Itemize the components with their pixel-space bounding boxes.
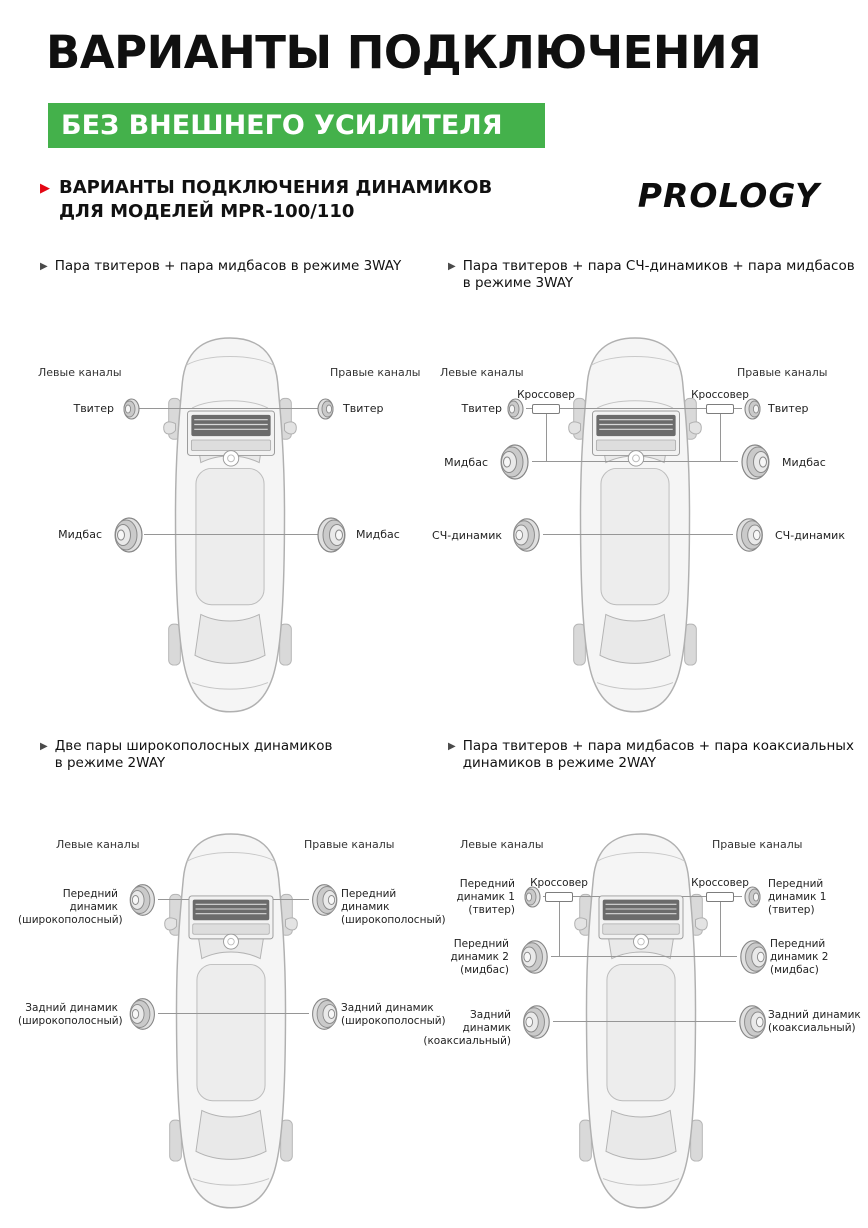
right-channels-label: Правые каналы: [712, 838, 803, 851]
coaxial-speaker-icon: [515, 1003, 553, 1041]
panel-3-title-line1: Две пары широкополосных динамиков: [54, 738, 333, 754]
wire: [138, 408, 325, 409]
midrange-speaker-icon: [733, 516, 771, 554]
wire: [720, 409, 721, 462]
crossover-right-label: Кроссовер: [691, 877, 749, 889]
diagram-panel-3: ▶ Две пары широкополосных динамиков в ре…: [0, 730, 446, 1228]
midbass-left-label: Мидбас: [444, 456, 488, 469]
front1-right-label: Передний динамик 1 (твитер): [768, 878, 827, 916]
front2-left-label: Передний динамик 2 (мидбас): [450, 938, 510, 976]
midbass-speaker-icon: [314, 515, 354, 555]
midbass-speaker-icon: [492, 442, 532, 482]
wire: [144, 534, 318, 535]
rear-speaker-left-label: Задний динамик (широкополосный): [18, 1002, 123, 1027]
wire: [559, 902, 560, 956]
panel-2-title: ▶ Пара твитеров + пара СЧ-динамиков + па…: [448, 258, 855, 292]
car-top-view: [157, 324, 303, 718]
crossover-icon: [545, 892, 573, 902]
midbass-right-label: Мидбас: [356, 528, 400, 541]
panel-2-title-line2: в режиме 3WAY: [462, 275, 574, 291]
wideband-speaker-icon: [122, 996, 158, 1032]
panel-4-title: ▶ Пара твитеров + пара мидбасов + пара к…: [448, 738, 854, 772]
crossover-icon: [706, 404, 734, 414]
midbass-right-label: Мидбас: [782, 456, 826, 469]
front1-left-label: Передний динамик 1 (твитер): [456, 878, 516, 916]
crossover-right-label: Кроссовер: [691, 389, 749, 401]
midrange-left-label: СЧ-динамик: [432, 529, 502, 542]
crossover-icon: [532, 404, 560, 414]
rear-speaker-right-label: Задний динамик (коаксиальный): [768, 1009, 861, 1034]
panel-1-title-line1: Пара твитеров + пара мидбасов в режиме 3…: [54, 258, 402, 274]
panel-2-title-line1: Пара твитеров + пара СЧ-динамиков + пара…: [462, 258, 855, 274]
banner: БЕЗ ВНЕШНЕГО УСИЛИТЕЛЯ: [48, 103, 545, 148]
section-heading-line2: ДЛЯ МОДЕЛЕЙ MPR-100/110: [59, 201, 355, 222]
midbass-speaker-icon: [513, 938, 551, 976]
wire: [546, 409, 547, 462]
head-unit: [598, 895, 684, 951]
bullet-icon: ▶: [448, 261, 456, 272]
tweeter-left-label: Твитер: [73, 402, 114, 415]
crossover-left-label: Кроссовер: [530, 877, 588, 889]
crossover-left-label: Кроссовер: [517, 389, 575, 401]
midbass-left-label: Мидбас: [58, 528, 102, 541]
right-channels-label: Правые каналы: [737, 366, 828, 379]
right-channels-label: Правые каналы: [330, 366, 421, 379]
front2-right-label: Передний динамик 2 (мидбас): [770, 938, 829, 976]
tweeter-right-label: Твитер: [343, 402, 384, 415]
left-channels-label: Левые каналы: [38, 366, 122, 379]
wire: [158, 1013, 309, 1014]
bullet-icon: ▶: [40, 261, 48, 272]
rear-speaker-right-label: Задний динамик (широкополосный): [341, 1002, 446, 1027]
car-top-view: [562, 324, 708, 718]
wideband-speaker-icon: [309, 996, 345, 1032]
front-speaker-right-label: Передний динамик (широкополосный): [341, 888, 446, 926]
front-speaker-left-label: Передний динамик (широкополосный): [18, 888, 123, 926]
head-unit: [591, 410, 681, 468]
panel-3-title-line2: в режиме 2WAY: [54, 755, 166, 771]
wire: [526, 408, 742, 409]
diagram-panel-1: ▶ Пара твитеров + пара мидбасов в режиме…: [0, 250, 434, 740]
left-channels-label: Левые каналы: [440, 366, 524, 379]
wire: [553, 1021, 736, 1022]
tweeter-left-label: Твитер: [461, 402, 502, 415]
wideband-speaker-icon: [122, 882, 158, 918]
banner-label: БЕЗ ВНЕШНЕГО УСИЛИТЕЛЯ: [61, 110, 503, 141]
tweeter-icon: [315, 397, 339, 421]
left-channels-label: Левые каналы: [460, 838, 544, 851]
crossover-icon: [706, 892, 734, 902]
red-arrow-icon: ▶: [40, 181, 50, 196]
midbass-speaker-icon: [106, 515, 146, 555]
bullet-icon: ▶: [40, 741, 48, 752]
head-unit: [188, 895, 274, 951]
tweeter-right-label: Твитер: [768, 402, 809, 415]
panel-3-title: ▶ Две пары широкополосных динамиков в ре…: [40, 738, 333, 772]
wire: [551, 956, 737, 957]
rear-speaker-left-label: Задний динамик (коаксиальный): [423, 1009, 511, 1047]
midrange-speaker-icon: [505, 516, 543, 554]
panel-4-title-line1: Пара твитеров + пара мидбасов + пара коа…: [462, 738, 854, 754]
wire: [720, 902, 721, 956]
panel-4-title-line2: динамиков в режиме 2WAY: [462, 755, 657, 771]
panel-1-title: ▶ Пара твитеров + пара мидбасов в режиме…: [40, 258, 401, 275]
midbass-speaker-icon: [738, 442, 778, 482]
brand-logo: PROLOGY: [637, 176, 820, 215]
page-title: ВАРИАНТЫ ПОДКЛЮЧЕНИЯ: [46, 26, 762, 79]
tweeter-icon: [118, 397, 142, 421]
diagram-panel-2: ▶ Пара твитеров + пара СЧ-динамиков + па…: [420, 250, 868, 740]
head-unit: [186, 410, 276, 468]
section-heading: ▶ ВАРИАНТЫ ПОДКЛЮЧЕНИЯ ДИНАМИКОВ ДЛЯ МОД…: [40, 176, 492, 224]
diagram-panel-4: ▶ Пара твитеров + пара мидбасов + пара к…: [420, 730, 868, 1228]
wire: [543, 534, 733, 535]
bullet-icon: ▶: [448, 741, 456, 752]
wideband-speaker-icon: [309, 882, 345, 918]
car-top-view: [158, 820, 304, 1214]
right-channels-label: Правые каналы: [304, 838, 395, 851]
left-channels-label: Левые каналы: [56, 838, 140, 851]
midrange-right-label: СЧ-динамик: [775, 529, 845, 542]
section-heading-line1: ВАРИАНТЫ ПОДКЛЮЧЕНИЯ ДИНАМИКОВ: [59, 177, 493, 198]
